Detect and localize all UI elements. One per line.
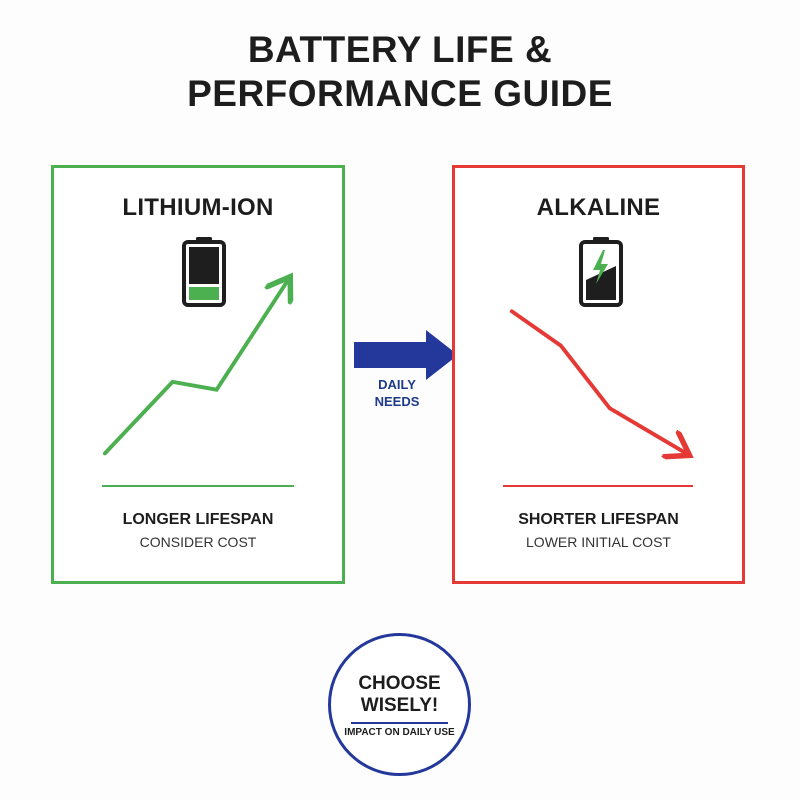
battery-charging-icon [579, 237, 623, 307]
daily-needs-line-2: NEEDS [374, 394, 420, 409]
badge-title-line-1: CHOOSE [358, 673, 441, 694]
daily-needs-label: DAILY NEEDS [350, 376, 444, 410]
lithium-ion-trend-chart [102, 168, 342, 456]
page-title: BATTERY LIFE & PERFORMANCE GUIDE [0, 28, 800, 116]
page-title-line-2: PERFORMANCE GUIDE [187, 73, 613, 114]
badge-divider [351, 722, 448, 724]
page-title-line-1: BATTERY LIFE & [247, 29, 553, 70]
choose-wisely-badge: CHOOSE WISELY! IMPACT ON DAILY USE [328, 633, 471, 776]
right-arrow-icon [354, 330, 458, 380]
badge-subtitle: IMPACT ON DAILY USE [344, 727, 455, 738]
lithium-ion-panel: LITHIUM-ION LONGER LIFESPAN CONSIDER COS… [51, 165, 345, 584]
lithium-ion-sublabel: CONSIDER COST [139, 534, 257, 550]
alkaline-trend-line [509, 309, 686, 453]
daily-needs-line-1: DAILY [378, 377, 416, 392]
alkaline-panel: ALKALINE SHORTER LIFESPAN LOWER INITIAL … [452, 165, 745, 584]
badge-title-line-2: WISELY! [360, 695, 439, 716]
alkaline-label: SHORTER LIFESPAN [518, 511, 679, 528]
alkaline-sublabel: LOWER INITIAL COST [526, 534, 671, 550]
lithium-ion-title: LITHIUM-ION [122, 194, 274, 221]
lithium-ion-trend-line [102, 280, 288, 456]
alkaline-divider [503, 485, 693, 487]
badge-title: CHOOSE WISELY! [331, 673, 468, 717]
alkaline-trend-chart [509, 309, 742, 581]
lithium-ion-divider [102, 485, 294, 487]
alkaline-title: ALKALINE [536, 194, 661, 221]
lithium-ion-label: LONGER LIFESPAN [122, 511, 274, 528]
battery-low-icon [182, 237, 226, 307]
